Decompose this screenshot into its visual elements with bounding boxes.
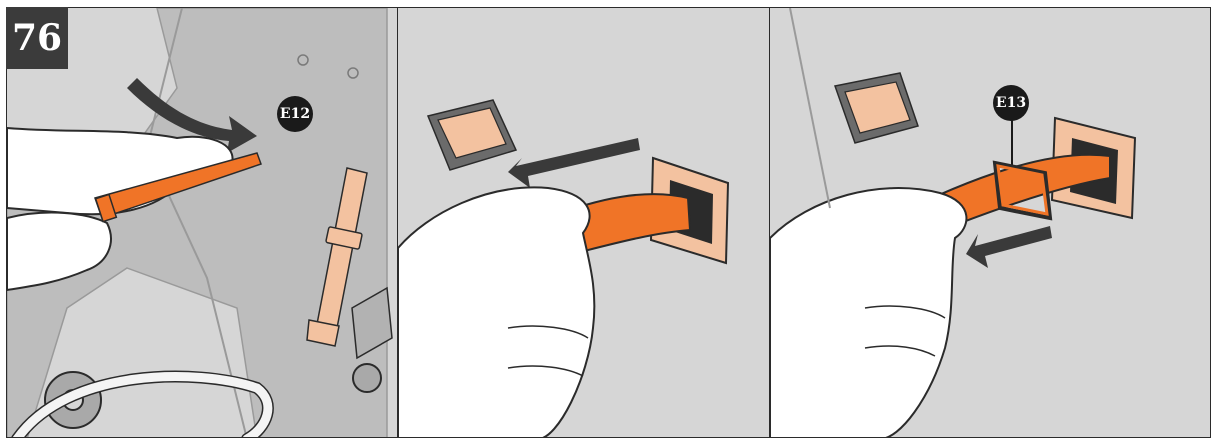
part-callout-e13: E13 <box>993 85 1029 121</box>
part-callout-e12: E12 <box>277 96 313 132</box>
instruction-panel-2 <box>397 7 770 438</box>
frame-edge <box>790 8 830 208</box>
arrow-icon <box>508 138 640 188</box>
panel-1-illustration <box>7 8 398 438</box>
step-number-badge: 76 <box>6 7 68 69</box>
panel-3-illustration <box>770 8 1211 438</box>
hand-icon <box>398 187 594 438</box>
panel-2-illustration <box>398 8 770 438</box>
pivot-circle <box>353 364 381 392</box>
instruction-panel-3 <box>769 7 1211 438</box>
instruction-panel-1 <box>6 7 398 438</box>
arrow-icon <box>966 226 1052 268</box>
